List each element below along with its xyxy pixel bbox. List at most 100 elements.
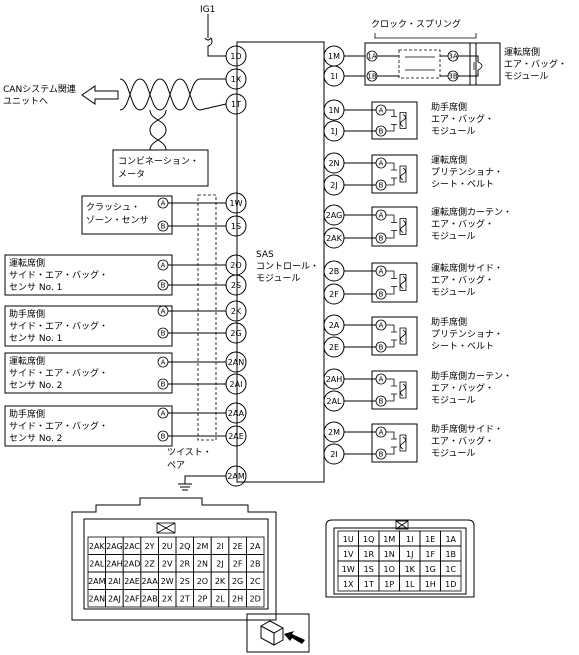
right-module-column: AB助手席側エア・バッグ・モジュールAB運転席側プリテンショナ・シート・ベルトA… — [344, 101, 512, 463]
svg-text:プリテンショナ・: プリテンショナ・ — [431, 329, 503, 340]
left-pin-circle — [225, 402, 247, 424]
connector-1-pin: 1J — [406, 550, 413, 559]
left-sensor-box: 助手席側サイド・エア・バッグ・センサ No. 2AB — [4, 405, 226, 447]
ground-icon — [178, 483, 192, 491]
left-pin-label: 2AA — [228, 409, 245, 418]
left-sensor-box: 助手席側サイド・エア・バッグ・センサ No. 1AB — [4, 305, 226, 347]
right-pin-label: 1N — [328, 106, 339, 115]
left-pin-label: 1T — [231, 100, 241, 109]
svg-text:クラッシュ・: クラッシュ・ — [86, 202, 140, 213]
right-pin-label: 2J — [330, 181, 337, 190]
right-pin-label: 2M — [328, 428, 340, 437]
left-pin-label: 1W — [230, 199, 243, 208]
fuse-symbol — [204, 37, 226, 57]
connector-2-pin: 2C — [250, 577, 261, 586]
svg-text:A: A — [379, 160, 384, 168]
clock-spring-inner — [398, 49, 441, 79]
connector-1-pin: 1Q — [363, 535, 374, 544]
svg-text:運転席側カーテン・: 運転席側カーテン・ — [431, 206, 512, 218]
svg-text:センサ No. 1: センサ No. 1 — [9, 282, 62, 293]
svg-text:モジュール: モジュール — [431, 288, 475, 298]
right-pin-label: 2N — [328, 159, 339, 168]
svg-text:サイド・エア・バッグ・: サイド・エア・バッグ・ — [9, 269, 108, 281]
connector-1-pin: 1K — [405, 565, 416, 574]
right-pin-label: 2F — [329, 290, 339, 299]
connector-2-pin: 2B — [250, 560, 261, 569]
svg-text:運転席側: 運転席側 — [431, 154, 467, 166]
right-pin-label: 2B — [329, 267, 340, 276]
clock-spring-bracket — [374, 33, 477, 39]
left-sensor-box: 運転席側サイド・エア・バッグ・センサ No. 2AB — [4, 352, 226, 394]
connector-1-pin: 1N — [384, 550, 395, 559]
connector-1-pin: 1G — [425, 565, 436, 574]
connector-2-pin: 2Y — [145, 542, 155, 551]
connector-2-pin: 2W — [161, 577, 174, 586]
svg-text:運転席側: 運転席側 — [504, 46, 540, 58]
svg-text:助手席側: 助手席側 — [431, 316, 467, 328]
twist-pair-bracket — [197, 194, 217, 441]
svg-text:A: A — [379, 268, 384, 276]
connector-2-pin: 2G — [232, 577, 243, 586]
svg-text:B: B — [379, 344, 384, 352]
left-pin-label: 2AI — [230, 380, 243, 389]
connector-1-pin: 1F — [425, 550, 435, 559]
connector-2-pin: 2AA — [141, 577, 158, 586]
svg-text:B: B — [161, 381, 166, 389]
can-twisted-pair — [119, 78, 227, 111]
svg-text:サイド・エア・バッグ・: サイド・エア・バッグ・ — [9, 420, 108, 432]
connector-2-pin: 2F — [233, 560, 243, 569]
connector-2-pin: 2AL — [89, 560, 105, 569]
connector-2-pin: 2AG — [106, 542, 123, 551]
connector-1-pin: 1M — [383, 535, 395, 544]
connector-2-pin: 2N — [197, 560, 208, 569]
connector-2-pin: 2AJ — [108, 595, 121, 604]
sas-label-1: SAS — [256, 250, 274, 260]
connector-2-pin: 2M — [196, 542, 208, 551]
svg-text:1B: 1B — [367, 73, 376, 81]
svg-text:B: B — [379, 182, 384, 190]
connector-1-pin: 1I — [406, 535, 413, 544]
clock-spring-box — [364, 42, 477, 86]
connector-2-pin: 2K — [215, 577, 226, 586]
left-pin-label: 1D — [230, 52, 241, 61]
connector-1-pin: 1A — [445, 535, 456, 544]
left-sensor-box: 運転席側サイド・エア・バッグ・センサ No. 1AB — [4, 254, 226, 296]
connector-2-pin: 2T — [180, 595, 190, 604]
svg-text:エア・バッグ・: エア・バッグ・ — [504, 58, 567, 70]
connector-1-pin: 1S — [364, 565, 374, 574]
svg-text:助手席側: 助手席側 — [9, 408, 45, 420]
svg-text:B: B — [379, 451, 384, 459]
svg-text:センサ No. 2: センサ No. 2 — [9, 380, 62, 391]
connector-1-pin: 1B — [445, 550, 456, 559]
connector-1-pin: 1X — [343, 580, 354, 589]
connector-2-pin: 2AI — [108, 577, 121, 586]
left-pin-circle — [225, 68, 247, 90]
driver-airbag-box — [469, 42, 501, 86]
svg-text:A: A — [379, 212, 384, 220]
connector-2-pin: 2X — [162, 595, 173, 604]
svg-text:助手席側: 助手席側 — [431, 101, 467, 113]
left-pin-label: 2AE — [228, 432, 244, 441]
combination-meter-label-1: コンビネーション・ — [118, 156, 199, 167]
right-pin-label: 2AK — [326, 234, 343, 243]
svg-text:モジュール: モジュール — [431, 449, 475, 459]
left-pin-circle — [225, 192, 247, 214]
connector-2-pin: 2AF — [124, 595, 140, 604]
svg-text:A: A — [379, 322, 384, 330]
svg-text:運転席側: 運転席側 — [9, 257, 45, 269]
connector-2-pin: 2R — [179, 560, 190, 569]
svg-text:A: A — [161, 200, 166, 208]
ig1-label: IG1 — [200, 5, 215, 15]
svg-text:B: B — [379, 398, 384, 406]
left-pin-label: 2AN — [228, 358, 245, 367]
svg-text:モジュール: モジュール — [431, 127, 475, 137]
connector-2-pin: 2Q — [179, 542, 190, 551]
left-pin-circle — [225, 274, 247, 296]
